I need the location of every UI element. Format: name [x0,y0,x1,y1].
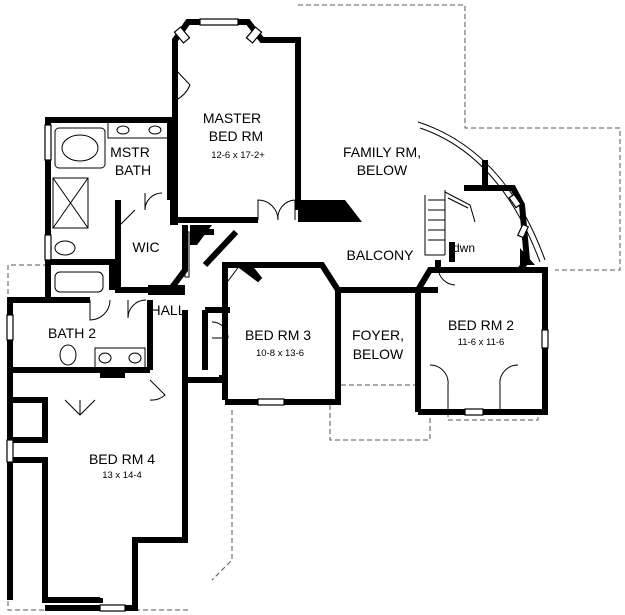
balcony-label: BALCONY [347,247,415,263]
bed3-label: BED RM 3 [245,327,311,343]
windows [6,18,549,612]
walls [7,19,548,611]
family-label-1: FAMILY RM, [343,144,421,160]
master-bath-label-1: MSTR [110,144,150,160]
bed2-label: BED RM 2 [448,317,514,333]
wall-blocks [100,200,535,378]
master-bed-dims: 12-6 x 17-2+ [211,150,265,161]
master-bed-label-1: MASTER [203,110,261,126]
family-curve [417,121,546,263]
foyer-label-1: FOYER, [352,327,404,343]
bed4-label: BED RM 4 [89,451,155,467]
bath2-label: BATH 2 [48,325,96,341]
bed3-dims: 10-8 x 13-6 [256,348,304,359]
lower-floor-outline [7,4,621,611]
hall-label: HALL [150,302,185,318]
stair-down-label: dwn [453,241,475,255]
bed2-dims: 11-6 x 11-6 [458,337,505,348]
foyer-label-2: BELOW [353,346,404,362]
wic-label: WIC [132,239,159,255]
doors [64,69,519,416]
fixtures [52,121,190,369]
master-bath-label-2: BATH [115,162,151,178]
family-label-2: BELOW [357,162,408,178]
master-bed-label-2: BED RM [209,128,263,144]
room-labels: MASTER BED RM 12-6 x 17-2+ MSTR BATH WIC… [48,110,514,481]
staircase [424,190,476,256]
bed4-dims: 13 x 14-4 [102,470,142,481]
